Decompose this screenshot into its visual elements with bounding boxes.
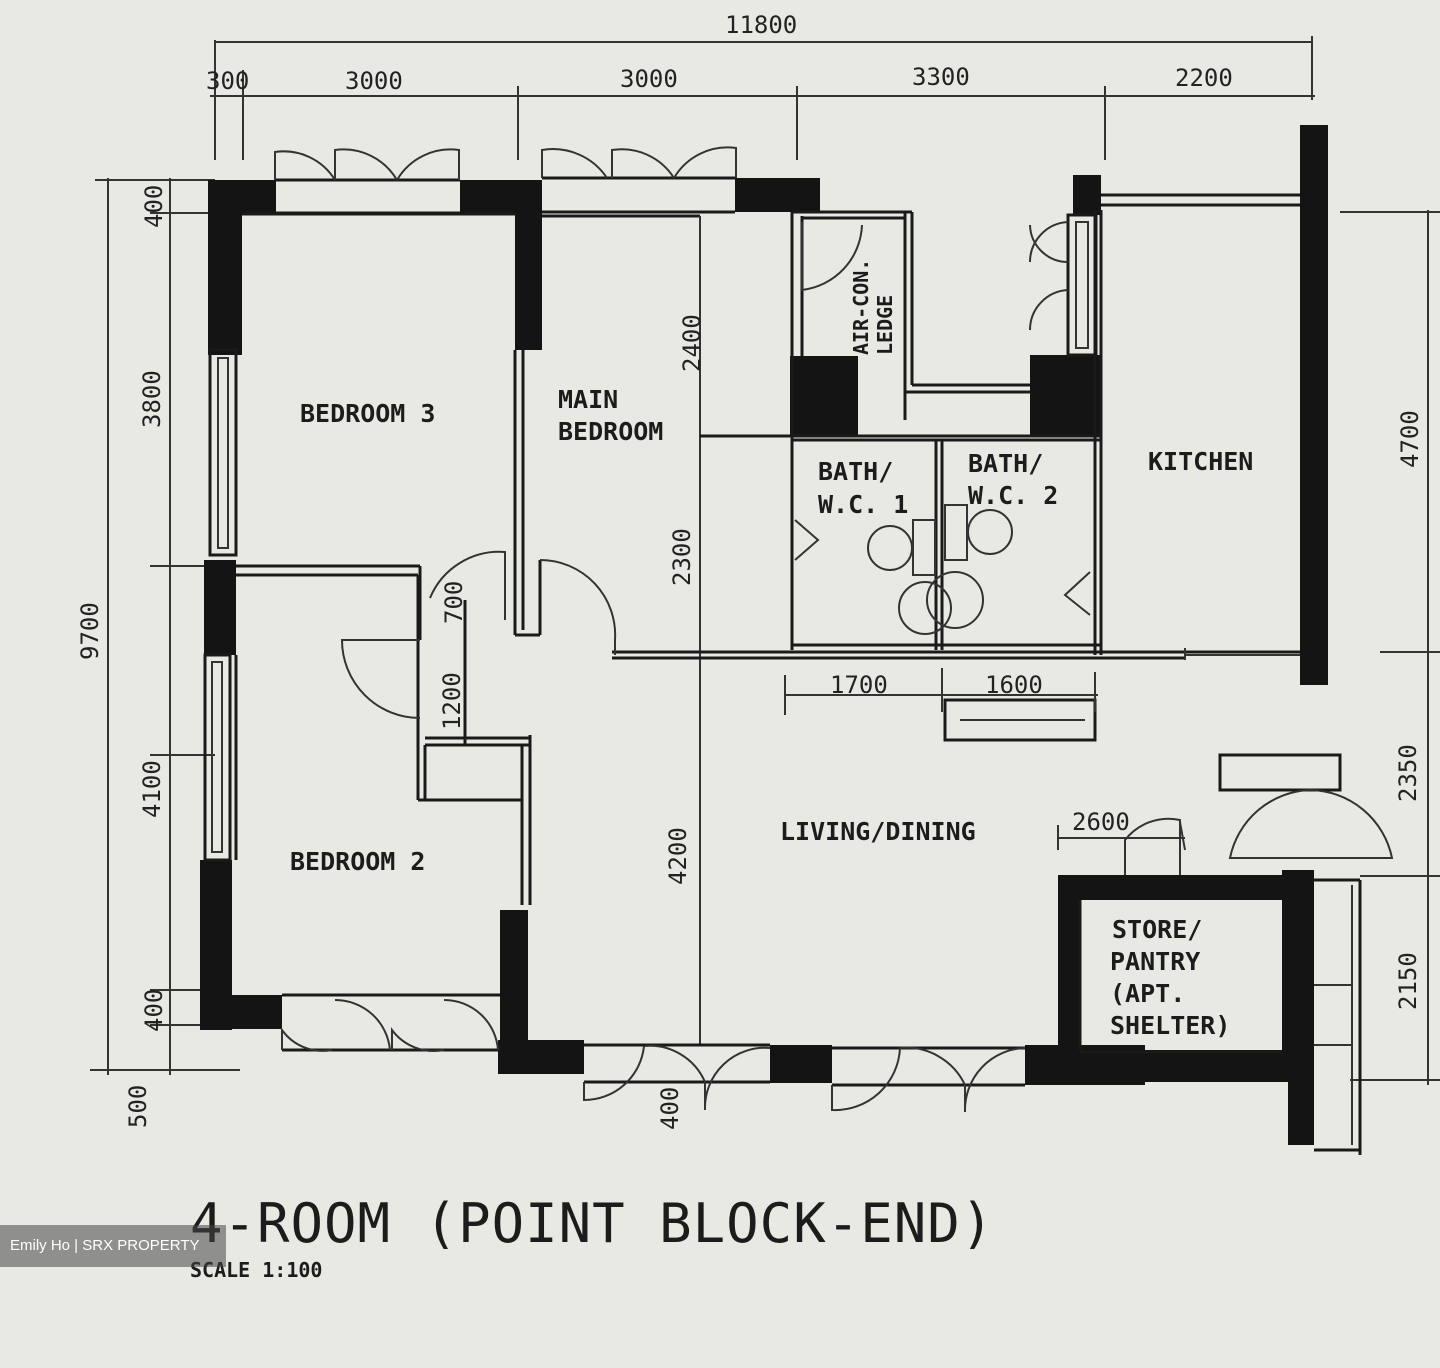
- dim-top-3000-b: 3000: [620, 65, 678, 93]
- dim-left-9700: 9700: [76, 602, 104, 660]
- dim-top-300: 300: [206, 67, 249, 95]
- dim-right-2350: 2350: [1394, 744, 1422, 802]
- room-bath-1-line2: W.C. 1: [818, 490, 908, 519]
- room-main-bedroom-line1: MAIN: [558, 385, 618, 414]
- dim-inner-2400: 2400: [678, 314, 706, 372]
- thin-partitions: [234, 176, 1362, 1155]
- room-living-dining: LIVING/DINING: [780, 817, 976, 846]
- dim-left-3800: 3800: [138, 370, 166, 428]
- dim-top-3000-a: 3000: [345, 67, 403, 95]
- room-bedroom-2: BEDROOM 2: [290, 847, 425, 876]
- dim-inner-400-bottom: 400: [656, 1087, 684, 1130]
- room-aircon-ledge-line1: AIR-CON.: [849, 259, 873, 355]
- door-swings: [274, 146, 1394, 1113]
- room-kitchen: KITCHEN: [1148, 447, 1253, 476]
- dim-left-4100: 4100: [138, 760, 166, 818]
- room-main-bedroom-line2: BEDROOM: [558, 417, 663, 446]
- room-store-line4: SHELTER): [1110, 1011, 1230, 1040]
- windows: [203, 213, 1342, 862]
- dim-right-2150: 2150: [1394, 952, 1422, 1010]
- dim-right-4700: 4700: [1396, 410, 1424, 468]
- dim-left-400-bottom: 400: [140, 989, 168, 1032]
- dim-left-500: 500: [124, 1085, 152, 1128]
- dim-inner-2300: 2300: [668, 528, 696, 586]
- room-bath-2-line1: BATH/: [968, 449, 1043, 478]
- dim-inner-4200: 4200: [664, 827, 692, 885]
- dim-left-400-top: 400: [140, 185, 168, 228]
- dim-inner-1700: 1700: [830, 671, 888, 699]
- inner-dimension-lines: [784, 648, 1300, 851]
- watermark-label: Emily Ho | SRX PROPERTY: [0, 1225, 226, 1267]
- room-bath-2-line2: W.C. 2: [968, 481, 1058, 510]
- solid-walls: [200, 125, 1328, 1145]
- dim-inner-1600: 1600: [985, 671, 1043, 699]
- right-dimension-lines: [1340, 210, 1440, 1085]
- room-store-line1: STORE/: [1112, 915, 1202, 944]
- dim-inner-2600: 2600: [1072, 808, 1130, 836]
- room-store-line2: PANTRY: [1110, 947, 1200, 976]
- dim-top-2200: 2200: [1175, 64, 1233, 92]
- dim-overall-width: 11800: [725, 11, 797, 39]
- dim-inner-700: 700: [440, 581, 468, 624]
- dim-top-3300: 3300: [912, 63, 970, 91]
- room-bedroom-3: BEDROOM 3: [300, 399, 435, 428]
- room-bath-1-line1: BATH/: [818, 457, 893, 486]
- dim-inner-1200: 1200: [438, 672, 466, 730]
- room-aircon-ledge-line2: LEDGE: [873, 295, 897, 355]
- room-store-line3: (APT.: [1110, 979, 1185, 1008]
- top-dimension-lines: [210, 36, 1315, 160]
- sanitary-fixtures: [867, 504, 1013, 635]
- plan-title: 4-ROOM (POINT BLOCK-END): [190, 1192, 995, 1255]
